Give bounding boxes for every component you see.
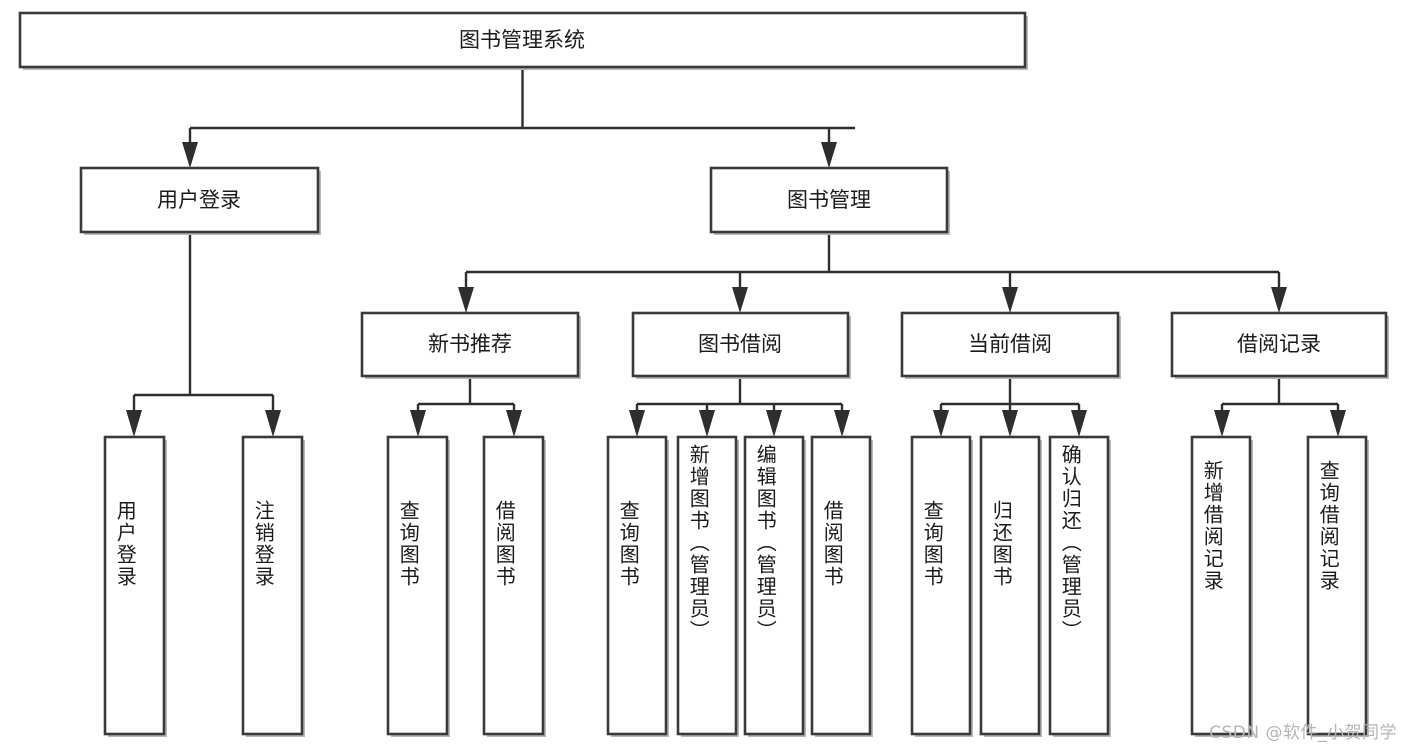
leaf-borrow-record-1-box: [1306, 435, 1368, 736]
arrow-book-mgmt-child-1: [732, 287, 748, 313]
leaf-new-book-0-box: [386, 435, 449, 736]
arrow-book-mgmt-child-2: [1002, 287, 1018, 313]
arrow-new-book-child-1: [506, 410, 522, 437]
leaf-current-borrow-1[interactable]: [979, 435, 1042, 737]
node-book-borrow-label: 图书借阅: [698, 332, 782, 356]
arrow-borrow-record-child-0: [1214, 410, 1230, 437]
connector-group-new-book: [410, 376, 522, 437]
leaf-user-login-0-box: [103, 435, 166, 736]
node-book-management[interactable]: 图书管理: [709, 166, 950, 235]
leaf-borrow-record-1[interactable]: [1306, 435, 1369, 737]
arrow-book-mgmt-child-0: [458, 287, 474, 313]
leaf-book-borrow-1[interactable]: [676, 435, 739, 737]
arrow-book-borrow-child-3: [834, 410, 850, 437]
leaf-user-login-0[interactable]: [103, 435, 167, 737]
node-book-management-box: [709, 166, 949, 234]
leaf-book-borrow-2[interactable]: [743, 435, 806, 737]
connector-group-current-borrow: [933, 376, 1087, 437]
node-borrow-record-label: 借阅记录: [1237, 332, 1321, 356]
arrow-user-login-child-0: [126, 410, 142, 437]
arrow-book-borrow-child-2: [766, 410, 782, 437]
node-root-box: [18, 11, 1027, 69]
leaf-book-borrow-0-box: [606, 435, 668, 736]
arrow-current-borrow-child-0: [933, 410, 949, 437]
node-user-login[interactable]: 用户登录: [79, 166, 321, 235]
arrow-user-login-child-1: [265, 410, 281, 437]
leaf-new-book-1-box: [482, 435, 545, 736]
leaf-current-borrow-2[interactable]: [1048, 435, 1111, 737]
arrow-book-mgmt-child-3: [1271, 287, 1287, 313]
leaf-current-borrow-2-box: [1048, 435, 1110, 736]
arrow-current-borrow-child-2: [1071, 410, 1087, 437]
leaf-user-login-1[interactable]: [241, 435, 305, 737]
arrow-root-to-user-login: [182, 142, 198, 168]
node-current-borrow-label: 当前借阅: [968, 332, 1052, 356]
node-new-book-recommend[interactable]: 新书推荐: [360, 311, 581, 379]
node-borrow-record[interactable]: 借阅记录: [1170, 311, 1389, 379]
leaf-book-borrow-3[interactable]: [810, 435, 873, 737]
node-root-label: 图书管理系统: [459, 28, 585, 52]
arrow-book-borrow-child-1: [699, 410, 715, 437]
arrow-current-borrow-child-1: [1002, 410, 1018, 437]
node-user-login-label: 用户登录: [157, 188, 241, 212]
leaf-current-borrow-0-box: [910, 435, 972, 736]
connector-group-root: [182, 67, 855, 168]
connector-group-book-borrow: [629, 376, 850, 437]
leaf-borrow-record-0[interactable]: [1190, 435, 1253, 737]
node-borrow-record-box: [1170, 311, 1388, 378]
arrow-book-borrow-child-0: [629, 410, 645, 437]
node-new-book-recommend-label: 新书推荐: [428, 332, 512, 356]
node-current-borrow[interactable]: 当前借阅: [900, 311, 1121, 379]
leaf-book-borrow-1-box: [676, 435, 738, 736]
connector-group-user-login: [126, 232, 281, 437]
arrow-borrow-record-child-1: [1330, 410, 1346, 437]
node-book-borrow[interactable]: 图书借阅: [631, 311, 851, 379]
leaf-book-borrow-2-box: [743, 435, 805, 736]
watermark-text: CSDN @软件_小贺同学: [1209, 723, 1397, 743]
leaf-book-borrow-0[interactable]: [606, 435, 669, 737]
leaf-book-borrow-3-box: [810, 435, 872, 736]
node-user-login-box: [79, 166, 320, 234]
leaf-borrow-record-0-box: [1190, 435, 1252, 736]
leaf-current-borrow-0[interactable]: [910, 435, 973, 737]
node-current-borrow-box: [900, 311, 1120, 378]
leaf-current-borrow-1-box: [979, 435, 1041, 736]
node-root[interactable]: 图书管理系统: [18, 11, 1028, 70]
node-new-book-recommend-box: [360, 311, 580, 378]
connector-group-book-mgmt: [458, 232, 1287, 313]
arrow-root-to-book-mgmt: [821, 142, 837, 168]
connector-group-borrow-record: [1214, 376, 1346, 437]
leaf-new-book-1[interactable]: [482, 435, 546, 737]
leaf-user-login-1-box: [241, 435, 304, 736]
node-book-borrow-box: [631, 311, 850, 378]
node-book-management-label: 图书管理: [787, 188, 871, 212]
leaf-new-book-0[interactable]: [386, 435, 450, 737]
arrow-new-book-child-0: [410, 410, 426, 437]
